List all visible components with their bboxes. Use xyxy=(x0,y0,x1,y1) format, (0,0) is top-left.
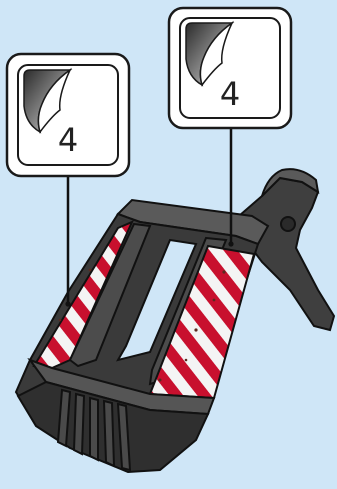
sticker-callout-right: 4 xyxy=(169,8,291,128)
sticker-number-right: 4 xyxy=(220,75,240,113)
sticker-number-left: 4 xyxy=(58,121,78,159)
hinge-hole xyxy=(281,217,295,231)
left-leader-dot xyxy=(65,301,70,306)
barrier-ramp-part xyxy=(16,169,334,472)
right-leader-dot xyxy=(228,241,233,246)
sticker-callout-left: 4 xyxy=(7,54,129,176)
